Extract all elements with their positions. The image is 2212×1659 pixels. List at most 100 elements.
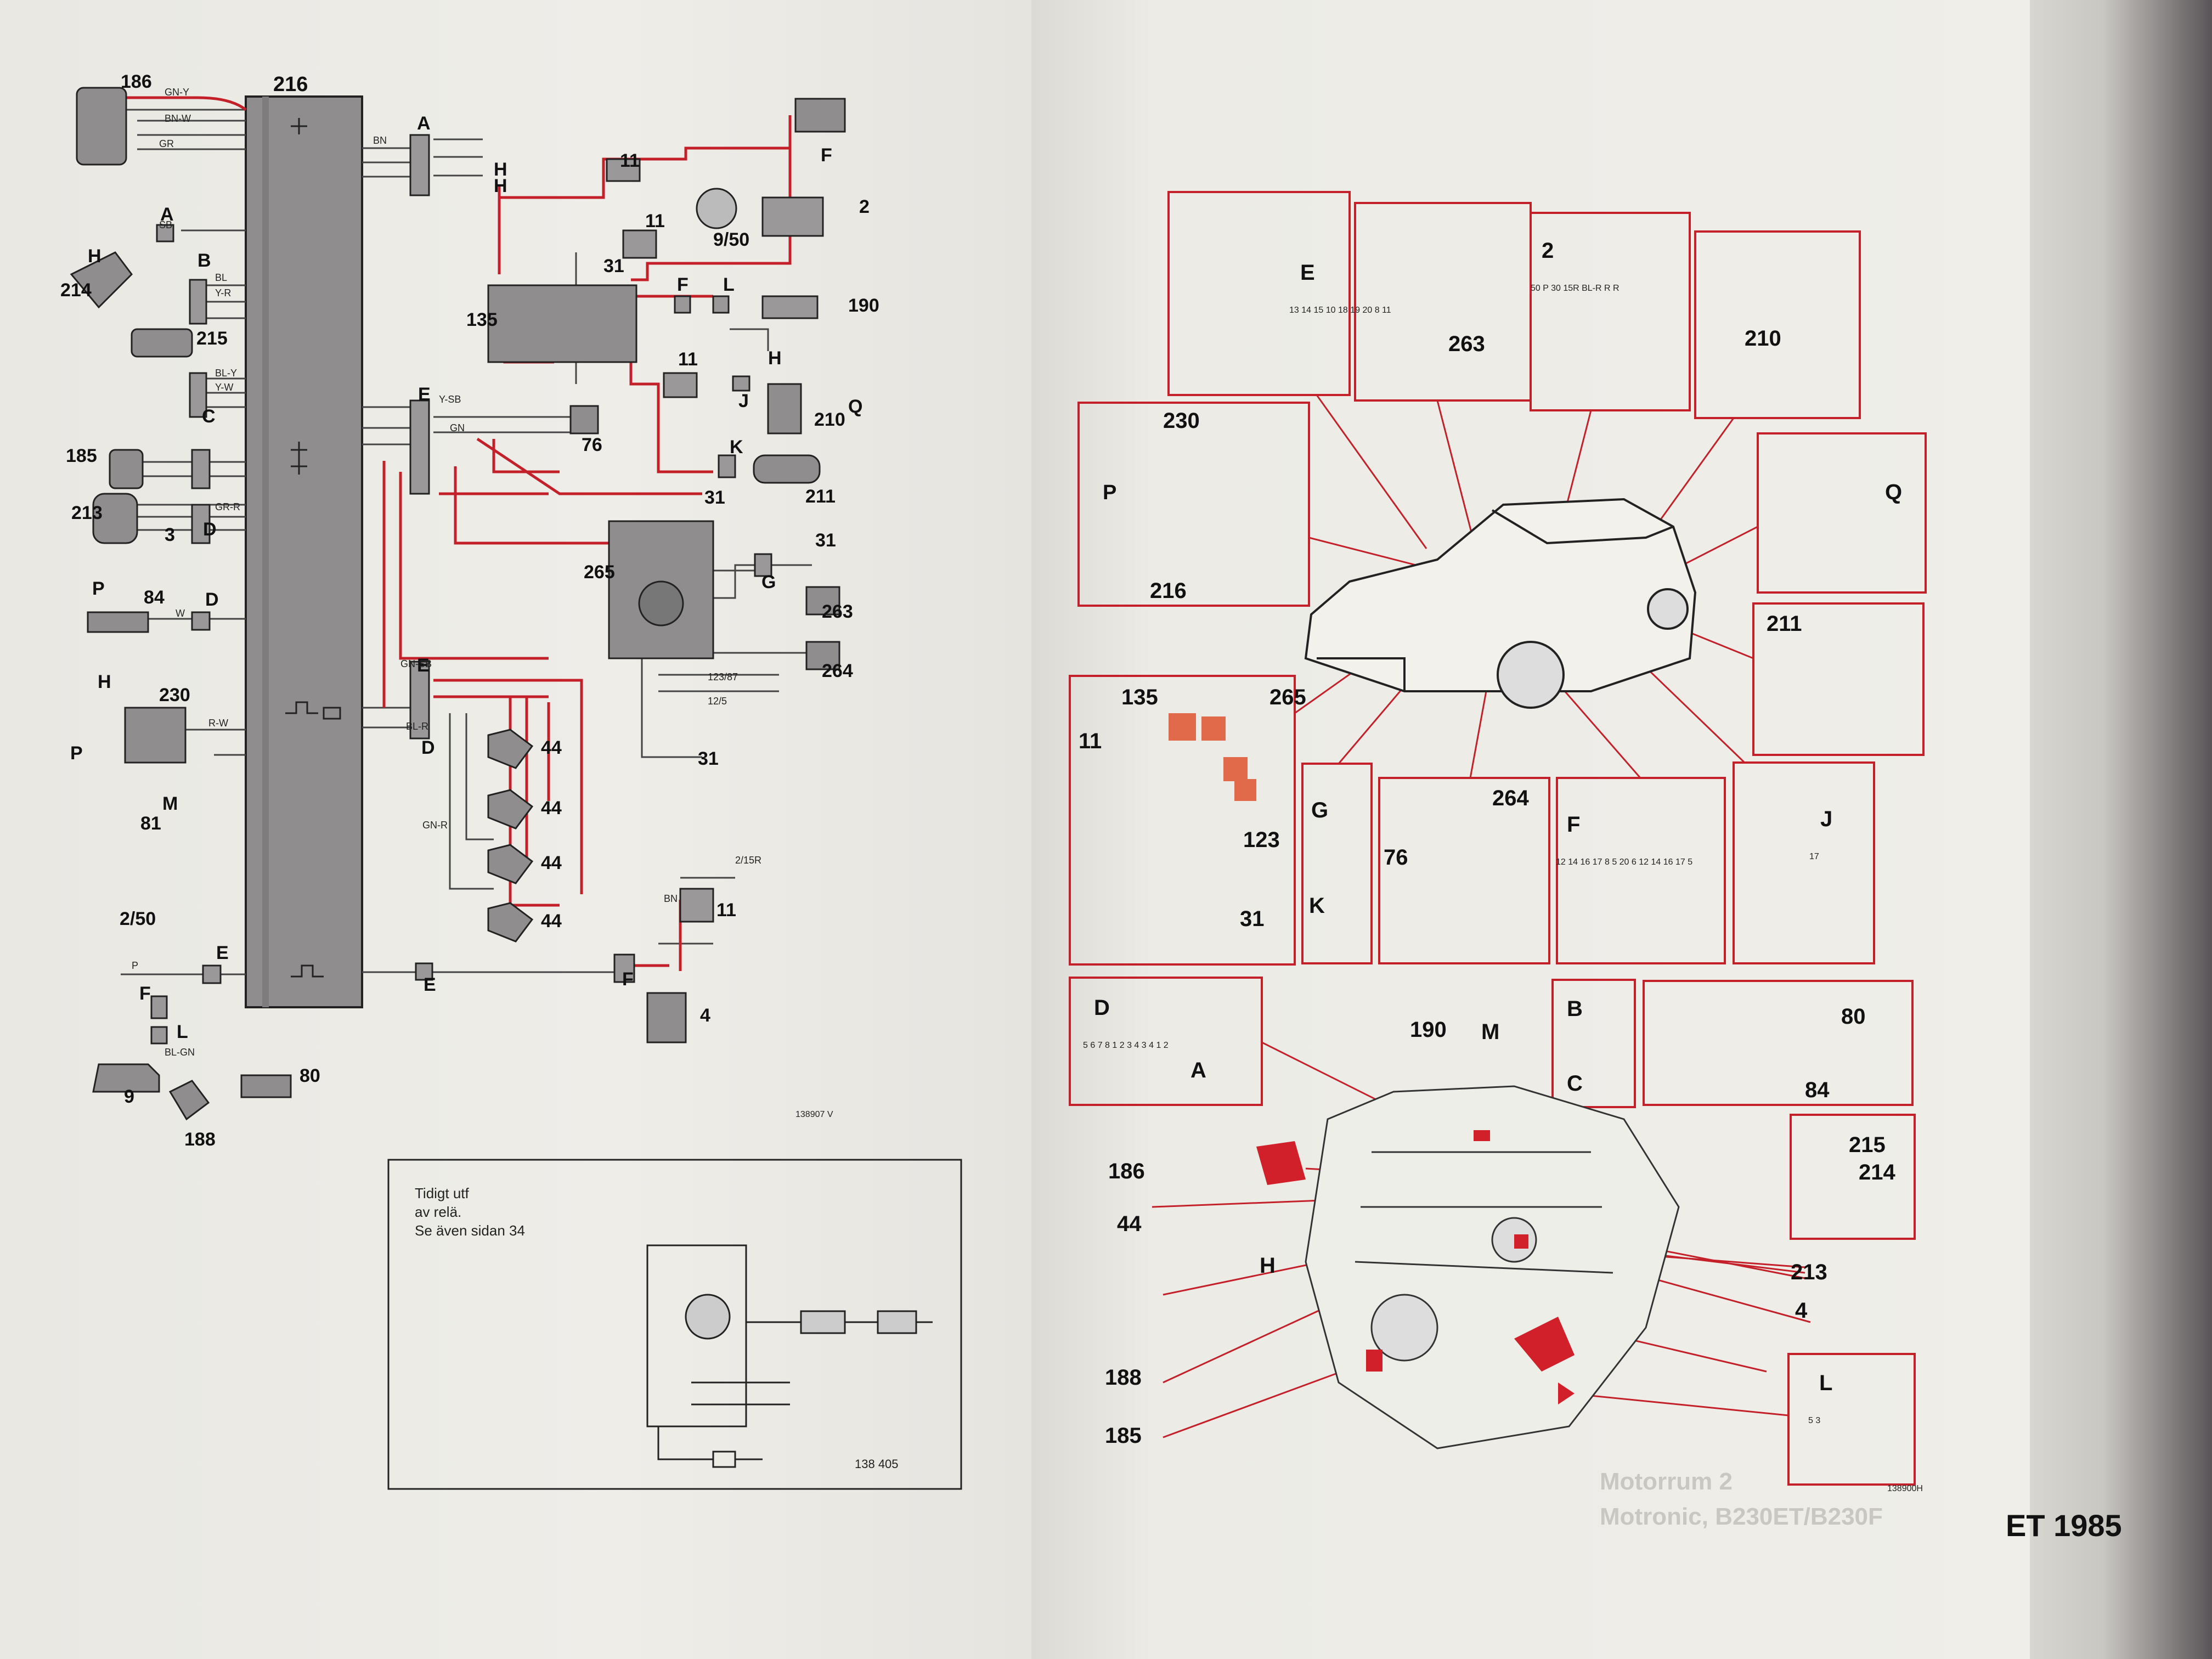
component-label: 31: [698, 748, 719, 769]
panel-label: A: [1190, 1058, 1206, 1082]
panel-pin-numbers: 50 P 30 15R BL-R R R: [1531, 284, 1620, 293]
component-label: 185: [66, 445, 97, 466]
panel-label: 135: [1121, 685, 1158, 709]
panel-label: 230: [1163, 409, 1200, 433]
component-label: 11: [645, 211, 665, 232]
panel-label: 264: [1492, 786, 1529, 810]
wire-label: P: [132, 960, 138, 971]
wire-label: GN: [450, 422, 465, 433]
ecu-label: 216: [273, 73, 308, 96]
panel-label: 265: [1269, 685, 1306, 709]
component-label: 214: [60, 280, 92, 301]
inset-box: [387, 1159, 962, 1490]
connectors-left: [150, 134, 772, 1045]
component-label: H: [98, 672, 111, 692]
panel-label: 263: [1448, 332, 1485, 356]
car-illustration: [1304, 498, 1697, 709]
wire-label: BN: [373, 135, 387, 146]
wire-label: 12/5: [708, 696, 727, 707]
wire-label: Y-SB: [439, 394, 461, 405]
component-label: G: [761, 572, 776, 592]
component-label: 2/50: [120, 909, 156, 929]
component-label: B: [198, 250, 211, 271]
wire-label: GN-R: [422, 820, 448, 831]
panel-sub-label: P: [1103, 481, 1116, 504]
wire-label: GR-R: [215, 501, 240, 512]
wire-label: GR: [159, 138, 174, 149]
wire-label: SB: [159, 219, 172, 230]
ecu-216: 216: [245, 73, 363, 1008]
component-label: P: [92, 578, 105, 599]
panel-pin-numbers: 13 14 15 10 18 19 20 8 11: [1289, 306, 1391, 315]
panel-label: G: [1311, 798, 1328, 822]
engine-label: 213: [1791, 1260, 1827, 1284]
component-label: P: [70, 743, 83, 764]
sensor-186: [76, 87, 127, 166]
component-label: A: [417, 113, 431, 134]
component-label: 265: [584, 562, 615, 583]
footer-faint-line-2: Motronic, B230ET/B230F: [1600, 1503, 1883, 1530]
ecu-symbols: [285, 118, 341, 978]
inset-note: Tidigt utf av relä. Se även sidan 34: [415, 1184, 525, 1240]
panel-label: 216: [1150, 579, 1187, 603]
inset-line-3: Se även sidan 34: [415, 1222, 525, 1239]
panel-label: 211: [1767, 612, 1802, 636]
component-label: H: [768, 348, 782, 369]
inset-line-2: av relä.: [415, 1204, 462, 1220]
engine-label: 44: [1117, 1212, 1142, 1236]
wire-label: W: [176, 608, 185, 619]
component-label: 31: [704, 487, 725, 508]
component-label: 211: [805, 486, 836, 507]
panel-label: D: [1094, 996, 1110, 1020]
component-label: 190: [848, 295, 879, 316]
page-edge: [2030, 0, 2212, 1659]
wire-label: BN: [664, 893, 678, 904]
component-label: D: [203, 519, 217, 540]
wire-label: R-W: [208, 718, 228, 729]
panel-pin-numbers: 12 14 16 17 8 5 20 6 12 14 16 17 5: [1556, 857, 1692, 867]
wire-label: 2/15R: [735, 855, 761, 866]
ignition-switch: [761, 196, 824, 237]
panel-label: 84: [1805, 1078, 1830, 1102]
panel-label: 76: [1384, 845, 1408, 870]
wire-label: BL: [215, 272, 227, 283]
component-label: F: [139, 983, 151, 1004]
engine-label: 185: [1105, 1424, 1142, 1448]
component-label: 44: [541, 911, 562, 932]
panel-label: 123: [1243, 828, 1280, 852]
component-label: E: [417, 655, 430, 676]
component-label: 3: [165, 524, 175, 545]
component-label: 264: [822, 661, 853, 681]
panel-label: Q: [1885, 480, 1902, 504]
component-label: 4: [700, 1005, 710, 1026]
component-label: H: [494, 176, 507, 196]
engine-label: 186: [1108, 1159, 1145, 1183]
panel-label: 215: [1849, 1133, 1886, 1157]
component-label: 9/50: [713, 229, 749, 250]
panel-label: J: [1820, 807, 1832, 831]
component-label: F: [677, 274, 689, 295]
panel-label: 31: [1240, 907, 1265, 931]
component-label: 44: [541, 798, 562, 819]
engine-illustration: [1305, 1085, 1680, 1449]
component-label: H: [88, 246, 101, 267]
wire-label: BN-W: [165, 113, 191, 124]
component-label: E: [418, 384, 431, 405]
engine-label: H: [1260, 1254, 1276, 1278]
component-label: D: [421, 737, 435, 758]
component-label: 186: [121, 71, 152, 92]
relay-135: [487, 284, 637, 363]
panel-label: L: [1819, 1371, 1832, 1395]
wire-label: 123/87: [708, 672, 738, 682]
wire-label: BL-GN: [165, 1047, 195, 1058]
left-labels: 186ABH214215C185213D3PD84H230PM812/50EFL…: [60, 71, 879, 1150]
panel-label: 80: [1841, 1005, 1866, 1029]
component-label: D: [205, 589, 219, 610]
component-label: K: [730, 437, 743, 458]
inset-line-1: Tidigt utf: [415, 1185, 469, 1201]
component-label: F: [821, 145, 832, 166]
component-label: M: [162, 793, 178, 814]
component-label: 9: [124, 1086, 134, 1107]
left-page: [0, 0, 1031, 1659]
